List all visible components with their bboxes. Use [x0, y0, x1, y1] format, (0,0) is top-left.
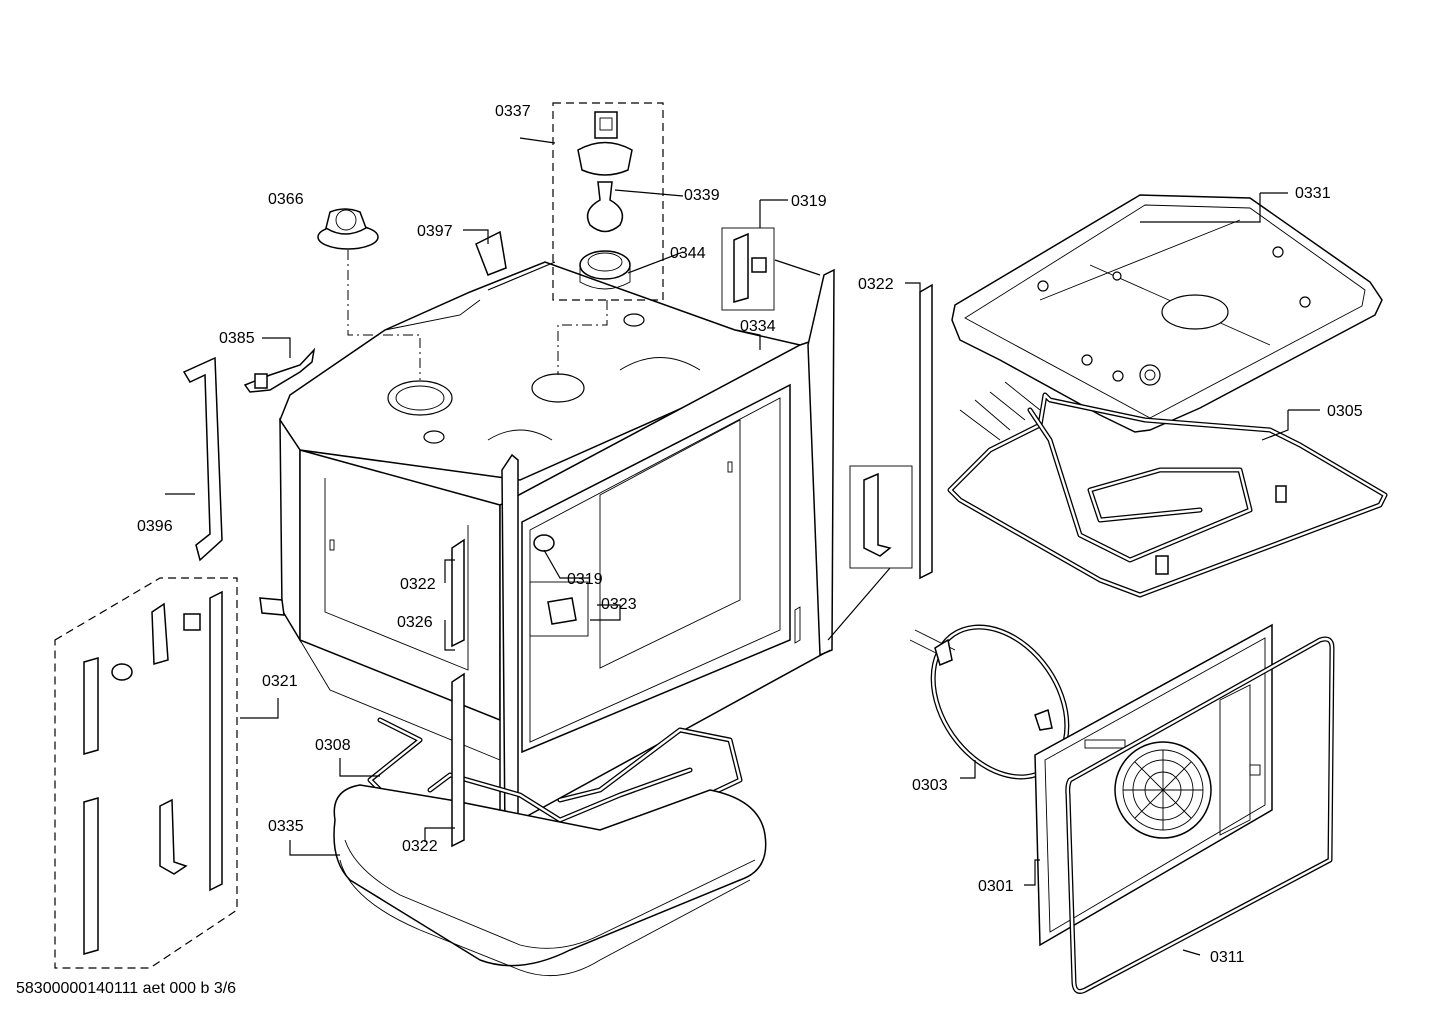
- lamp-cover: [317, 208, 379, 250]
- shelf-support-top: [721, 227, 775, 311]
- label-0334: 0334: [740, 318, 776, 335]
- label-0366: 0366: [268, 191, 304, 208]
- label-0335: 0335: [268, 818, 304, 835]
- small-parts: [529, 465, 913, 637]
- oven-muffle: [279, 261, 835, 840]
- shelf-support-kit: [54, 577, 238, 969]
- label-0303: 0303: [912, 777, 948, 794]
- label-0301: 0301: [978, 878, 1014, 895]
- label-0322-right: 0322: [858, 276, 894, 293]
- label-0323: 0323: [601, 596, 637, 613]
- label-0319-mid: 0319: [567, 571, 603, 588]
- lamp-assembly: [552, 102, 664, 301]
- label-0322-mid: 0322: [400, 576, 436, 593]
- circular-heating-element: [909, 624, 1070, 780]
- top-cover: [951, 194, 1383, 433]
- label-0326: 0326: [397, 614, 433, 631]
- top-heating-element: [947, 381, 1388, 598]
- label-0322-bottom: 0322: [402, 838, 438, 855]
- label-0319-top: 0319: [791, 193, 827, 210]
- insulation-mat: [333, 784, 767, 977]
- document-id: 58300000140111 aet 000 b 3/6: [16, 980, 237, 997]
- part-labels: 0337 0366 0339 0319 0331 0397 0344 0322 …: [137, 103, 1363, 966]
- label-0321: 0321: [262, 673, 298, 690]
- label-0337: 0337: [495, 103, 531, 120]
- label-0385: 0385: [219, 330, 255, 347]
- back-panel: [1034, 623, 1273, 947]
- label-0397: 0397: [417, 223, 453, 240]
- hinge-parts: [182, 230, 507, 616]
- label-0344: 0344: [670, 245, 706, 262]
- label-0305: 0305: [1327, 403, 1363, 420]
- label-0311: 0311: [1210, 949, 1245, 966]
- gasket-strips: [451, 283, 933, 848]
- door-seal: [1065, 636, 1335, 994]
- label-0339: 0339: [684, 187, 720, 204]
- label-0308: 0308: [315, 737, 351, 754]
- label-0396: 0396: [137, 518, 173, 535]
- label-0331: 0331: [1295, 185, 1331, 202]
- leader-lines: [165, 137, 1320, 956]
